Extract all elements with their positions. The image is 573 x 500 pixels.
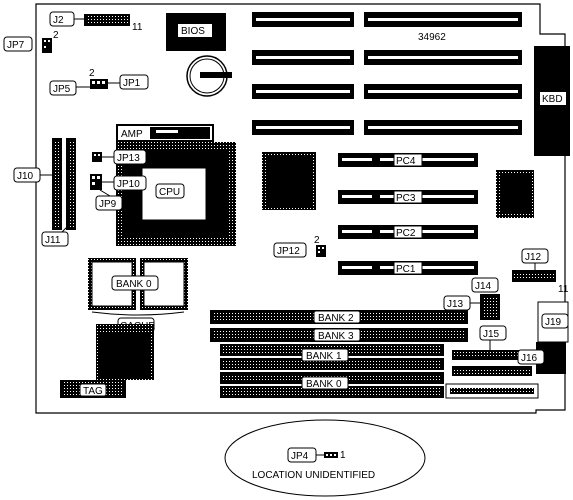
pc4-label: PC4 xyxy=(396,156,416,167)
chipset-chips xyxy=(262,152,534,218)
isa-slots: 34962 xyxy=(252,12,522,135)
kbd-label: KBD xyxy=(542,94,563,105)
jp13-label: JP13 xyxy=(117,153,140,164)
j12-header: J12 11 xyxy=(512,248,569,295)
simm-banks: BANK 2 BANK 3 BANK 1 BANK 0 xyxy=(210,310,468,398)
jp4-label: JP4 xyxy=(291,451,309,462)
j2-pin-number: 11 xyxy=(132,22,143,33)
j12-label: J12 xyxy=(525,252,542,263)
jp1-pin-number: 2 xyxy=(89,68,95,79)
j2-label: J2 xyxy=(53,15,64,26)
bios-label: BIOS xyxy=(181,26,205,37)
jp4-pin-number: 1 xyxy=(340,450,346,461)
tag-chip: TAG xyxy=(60,380,126,398)
j19-label: J19 xyxy=(545,317,562,328)
pc1-label: PC1 xyxy=(396,264,416,275)
location-unidentified-label: LOCATION UNIDENTIFIED xyxy=(252,470,375,481)
j12-pin-number: 11 xyxy=(558,284,569,295)
j14-j13-headers: J14 J13 xyxy=(443,277,500,320)
j2-header: J2 11 xyxy=(49,11,143,33)
j10-label: J10 xyxy=(17,171,34,182)
jp13-jumper: JP13 xyxy=(92,149,147,165)
j11-label: J11 xyxy=(45,235,61,246)
bank2-label: BANK 2 xyxy=(318,313,354,324)
board-outline xyxy=(35,3,566,414)
bank3-label: BANK 3 xyxy=(318,331,354,342)
j15-j16-headers: J15 J16 xyxy=(445,325,545,399)
bank0-dimm-label: BANK 0 xyxy=(306,379,342,390)
jp7-jumper: JP7 2 xyxy=(3,30,59,53)
jp9-label: JP9 xyxy=(99,199,117,210)
jp4-location-note: JP4 1 LOCATION UNIDENTIFIED xyxy=(224,419,426,497)
jp1-label: JP1 xyxy=(123,78,141,89)
jp12-label: JP12 xyxy=(277,246,300,257)
cpu-label: CPU xyxy=(159,187,180,198)
pc2-label: PC2 xyxy=(396,228,416,239)
jp10-label: JP10 xyxy=(117,179,140,190)
battery xyxy=(186,55,232,97)
jp7-label: JP7 xyxy=(7,40,25,51)
pc3-label: PC3 xyxy=(396,193,416,204)
jp5-jp1-jumpers: JP5 2 JP1 xyxy=(49,68,149,96)
j15-label: J15 xyxy=(483,329,500,340)
jp12-jumper: JP12 2 xyxy=(273,235,326,258)
j14-label: J14 xyxy=(475,281,492,292)
j13-label: J13 xyxy=(447,299,464,310)
amp-label: AMP xyxy=(121,129,143,140)
kbd-chip: KBD xyxy=(534,46,570,156)
jp7-pin-number: 2 xyxy=(53,30,59,41)
bank1-label: BANK 1 xyxy=(306,351,342,362)
bios-chip: BIOS xyxy=(166,13,226,51)
cpu-socket: AMP CPU xyxy=(116,124,236,246)
cache-modules: BANK 0 CACHE xyxy=(88,258,188,380)
jp5-label: JP5 xyxy=(53,84,71,95)
j16-label: J16 xyxy=(521,353,538,364)
tag-label: TAG xyxy=(83,386,103,397)
cache-bank0-label: BANK 0 xyxy=(116,279,152,290)
jp12-pin-number: 2 xyxy=(314,235,320,246)
j10-j11-headers: J10 J11 xyxy=(13,138,76,247)
board-id-label: 34962 xyxy=(418,32,446,43)
pci-slots: PC4 PC3 PC2 PC1 xyxy=(338,153,478,275)
jp10-jp9-jumpers: JP10 JP9 xyxy=(90,174,147,211)
